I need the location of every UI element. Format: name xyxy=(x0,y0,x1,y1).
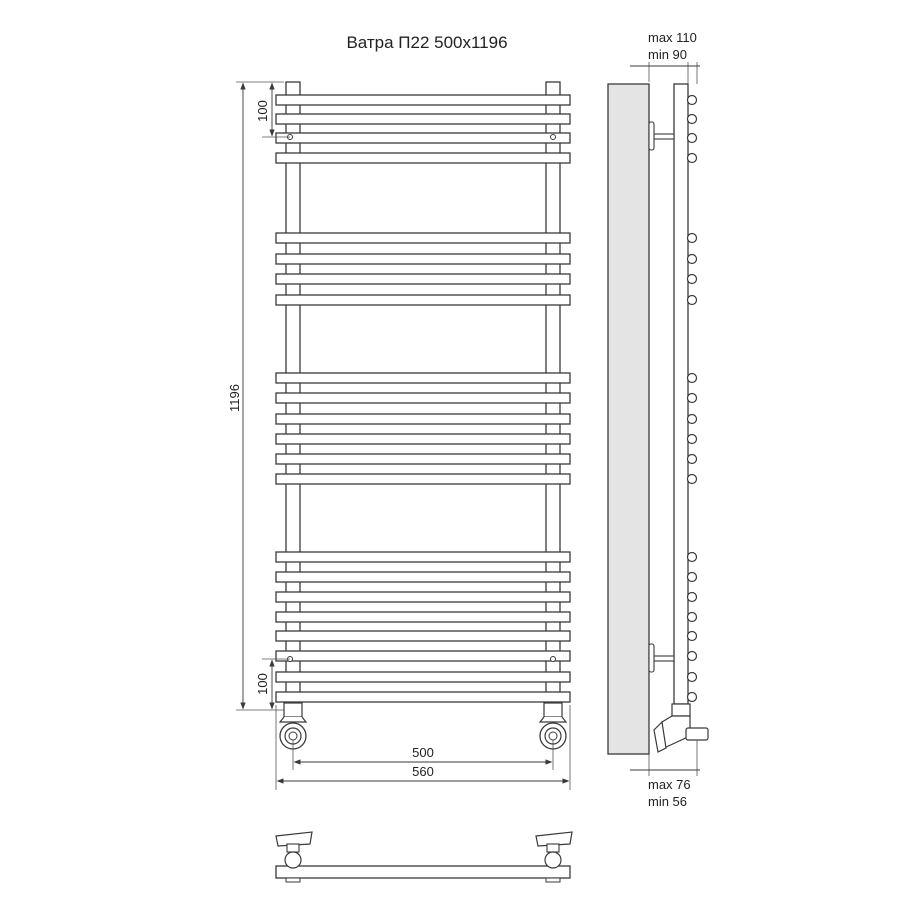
right-valve xyxy=(538,702,568,750)
crossbar-end xyxy=(686,132,698,144)
crossbar xyxy=(275,611,571,623)
crossbar-end xyxy=(686,453,698,465)
crossbar xyxy=(275,273,571,285)
connection-point-top-right xyxy=(550,134,556,140)
bottom-right-valve xyxy=(535,831,573,869)
crossbar-end xyxy=(686,630,698,642)
crossbar-end xyxy=(686,611,698,623)
crossbar-end xyxy=(686,94,698,106)
drawing-title: Ватра П22 500х1196 xyxy=(346,33,507,52)
wall xyxy=(607,83,650,755)
crossbar-end xyxy=(686,691,698,703)
crossbar xyxy=(275,551,571,563)
top-offset-label: 100 xyxy=(255,100,270,122)
crossbar-end xyxy=(686,591,698,603)
crossbar-end xyxy=(686,473,698,485)
crossbar xyxy=(275,94,571,106)
dimension-total-width: 560 xyxy=(275,705,571,790)
crossbar xyxy=(275,253,571,265)
crossbar xyxy=(275,571,571,583)
crossbar-end xyxy=(686,650,698,662)
side-collector xyxy=(673,83,689,705)
crossbar-end xyxy=(686,551,698,563)
height-label: 1196 xyxy=(227,384,242,412)
side-valve xyxy=(653,703,709,753)
crossbar-end xyxy=(686,273,698,285)
wall-distance-top: max 110 min 90 xyxy=(630,30,700,84)
bottom-wall-bracket xyxy=(648,643,675,673)
crossbar xyxy=(275,152,571,164)
bottom-left-valve xyxy=(275,831,313,869)
crossbar-end xyxy=(686,152,698,164)
crossbar xyxy=(275,413,571,425)
crossbars xyxy=(275,94,571,703)
crossbar-end xyxy=(686,113,698,125)
crossbar xyxy=(275,433,571,445)
dimension-height: 1196 xyxy=(227,81,284,711)
crossbar xyxy=(275,132,571,144)
top-wall-bracket xyxy=(648,121,675,151)
crossbar xyxy=(275,691,571,703)
wall-distance-bottom: max 76 min 56 xyxy=(630,740,700,809)
crossbar xyxy=(275,294,571,306)
dimension-top-offset: 100 xyxy=(255,82,290,138)
axis-width-label: 500 xyxy=(412,745,434,760)
crossbar-end xyxy=(686,392,698,404)
side-bar-ends xyxy=(686,94,698,703)
crossbar xyxy=(275,591,571,603)
crossbar xyxy=(275,232,571,244)
connection-point-bottom-right xyxy=(550,656,556,662)
wall-max-top-label: max 110 xyxy=(648,30,697,45)
wall-max-bottom-label: max 76 xyxy=(648,777,691,792)
crossbar-end xyxy=(686,372,698,384)
front-view: 1196 100 100 500 560 xyxy=(227,81,571,790)
side-view: max 110 min 90 max 76 min 56 xyxy=(607,30,709,809)
dimension-bottom-offset: 100 xyxy=(255,658,290,710)
crossbar-end xyxy=(686,433,698,445)
crossbar xyxy=(275,473,571,485)
crossbar-end xyxy=(686,294,698,306)
crossbar-end xyxy=(686,413,698,425)
crossbar-end xyxy=(686,253,698,265)
crossbar xyxy=(275,113,571,125)
crossbar xyxy=(275,630,571,642)
crossbar xyxy=(275,392,571,404)
crossbar-end xyxy=(686,571,698,583)
crossbar xyxy=(275,372,571,384)
dimension-axis-width: 500 xyxy=(292,740,554,770)
crossbar xyxy=(275,671,571,683)
wall-min-bottom-label: min 56 xyxy=(648,794,687,809)
crossbar xyxy=(275,453,571,465)
total-width-label: 560 xyxy=(412,764,434,779)
bottom-view xyxy=(275,831,573,883)
wall-min-top-label: min 90 xyxy=(648,47,687,62)
crossbar-end xyxy=(686,232,698,244)
crossbar-end xyxy=(686,671,698,683)
bottom-offset-label: 100 xyxy=(255,673,270,695)
bottom-view-body xyxy=(275,865,571,879)
crossbar xyxy=(275,650,571,662)
